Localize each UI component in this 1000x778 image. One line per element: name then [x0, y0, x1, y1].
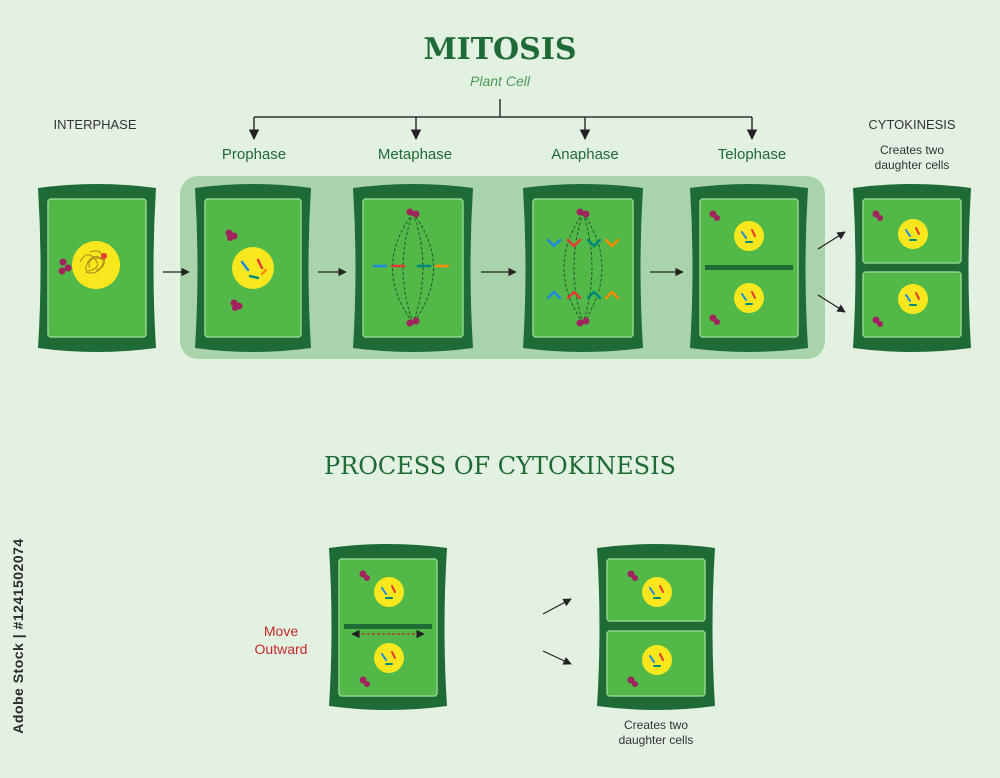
- cell-plate: [344, 624, 432, 629]
- centrosome-top: [576, 208, 590, 218]
- centrosome-top: [225, 229, 238, 241]
- daughter-cells: [597, 544, 715, 710]
- stage-label-interphase: INTERPHASE: [53, 117, 137, 132]
- process-result-note: Creates two daughter cells: [596, 718, 716, 748]
- flow-arrows: [163, 231, 846, 313]
- process-result-line-2: daughter cells: [618, 733, 694, 747]
- telophase-cell: [690, 184, 808, 352]
- centrosome-bottom: [576, 317, 590, 327]
- cytokinesis-note-line-2: daughter cells: [874, 158, 950, 172]
- stage-label-telophase: Telophase: [717, 146, 787, 163]
- cell-plate: [705, 265, 793, 270]
- stage-label-metaphase: Metaphase: [377, 146, 453, 163]
- nucleus-bottom: [374, 643, 404, 673]
- move-outward-line-2: Outward: [254, 641, 308, 657]
- centrosome-bottom: [230, 299, 243, 311]
- move-outward-label: Move Outward: [236, 622, 326, 658]
- nucleus-top: [374, 577, 404, 607]
- chromosomes-lower: [546, 290, 620, 300]
- nucleus-top: [898, 219, 928, 249]
- cytokinesis-note-line-1: Creates two: [879, 143, 945, 157]
- nucleus: [72, 241, 120, 289]
- centrosome-top: [406, 208, 420, 218]
- main-title: MITOSIS: [423, 32, 577, 67]
- spindle-fibers: [563, 212, 603, 324]
- metaphase-cell: [353, 184, 473, 352]
- nucleus-bottom: [642, 645, 672, 675]
- process-title: PROCESS OF CYTOKINESIS: [323, 452, 676, 480]
- stock-watermark-text: Adobe Stock | #1241502074: [10, 538, 26, 734]
- process-result-line-1: Creates two: [623, 718, 689, 732]
- interphase-cell: [38, 184, 156, 352]
- nucleolus: [101, 253, 107, 259]
- nucleus-top: [734, 221, 764, 251]
- cytokinesis-note: Creates two daughter cells: [852, 143, 972, 173]
- chromosomes: [240, 258, 268, 280]
- anaphase-cell: [523, 184, 643, 352]
- mitosis-phase-band: [180, 176, 825, 359]
- cytokinesis-cells: [853, 184, 971, 352]
- spindle-fibers: [392, 212, 434, 324]
- prophase-cell: [195, 184, 311, 352]
- dividing-cell: [329, 544, 447, 710]
- phase-bracket: [248, 99, 758, 141]
- nucleus-top: [642, 577, 672, 607]
- centrosome-bottom: [406, 317, 420, 327]
- move-outward-line-1: Move: [263, 623, 299, 639]
- process-arrows: [542, 598, 572, 665]
- stage-label-anaphase: Anaphase: [551, 146, 619, 163]
- chromosomes-upper: [546, 238, 620, 248]
- stage-label-prophase: Prophase: [221, 146, 287, 163]
- centrosome: [58, 258, 72, 275]
- stage-label-cytokinesis: CYTOKINESIS: [868, 117, 956, 132]
- nucleus-bottom: [734, 283, 764, 313]
- subtitle: Plant Cell: [470, 73, 530, 89]
- nucleus-bottom: [898, 284, 928, 314]
- stock-watermark: Adobe Stock | #1241502074: [6, 538, 30, 740]
- nucleus: [232, 247, 274, 289]
